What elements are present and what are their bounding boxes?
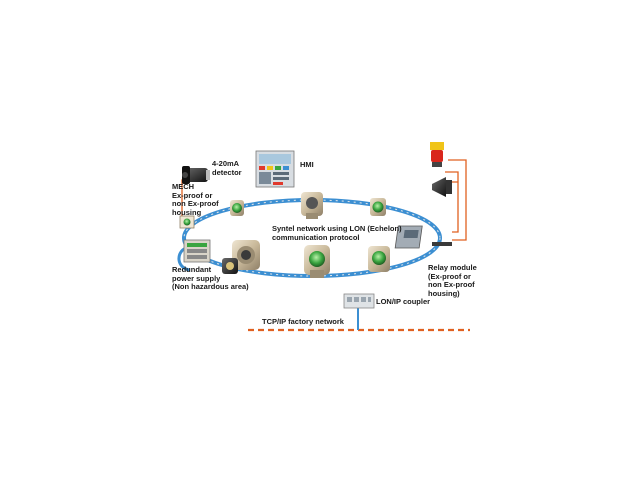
detector-camera [182,166,210,184]
siren-horn [432,177,452,197]
relay-module [394,225,452,249]
beacon-light [430,142,444,167]
hmi-panel [255,150,295,188]
label-power-supply: Redundant power supply (Non hazardous ar… [172,265,249,291]
ring-detector-3 [370,198,386,216]
ring-detector-6 [368,246,390,272]
ring-detector-2 [301,192,323,219]
label-network: Syntel network using LON (Echelon) commu… [272,224,402,242]
label-coupler: LON/IP coupler [376,297,431,306]
label-mech: MECH Ex-proof or non Ex-proof housing [172,182,219,217]
ring-detector-1 [230,200,244,216]
label-relay-module: Relay module (Ex-proof or non Ex-proof h… [428,263,477,298]
label-tcpip-network: TCP/IP factory network [262,317,344,326]
ring-detector-4-gas [222,240,260,274]
mech-junction-box [179,215,195,229]
lon-ip-coupler [343,293,375,309]
label-detector: 4-20mA detector [212,159,242,177]
label-hmi: HMI [300,160,314,169]
ring-detector-5 [304,245,330,278]
relay-wiring [445,159,467,241]
power-supply-unit [183,239,211,263]
